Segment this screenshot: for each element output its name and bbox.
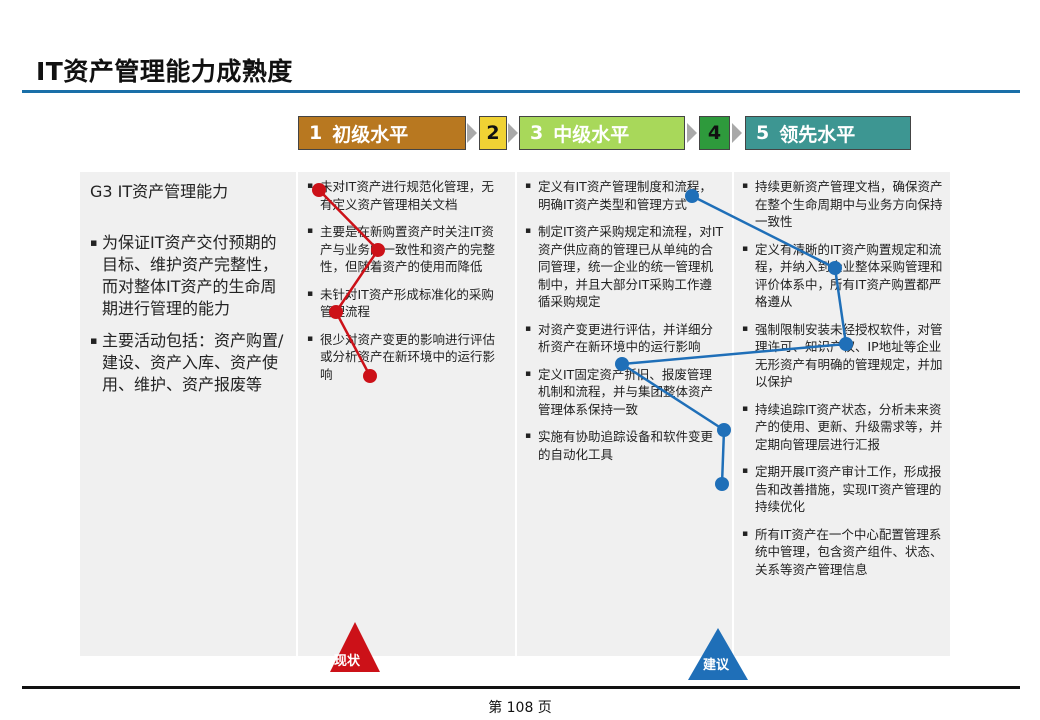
title-divider [22,90,1020,93]
current-state-point [363,369,377,383]
target-state-point [615,357,629,371]
current-state-label: 现状 [334,654,361,669]
current-state-point [371,243,385,257]
list-item: 持续更新资产管理文档，确保资产在整个生命周期中与业务方向保持一致性 [741,178,943,231]
list-item: 实施有协助追踪设备和软件变更的自动化工具 [524,428,724,463]
target-state-line [618,194,848,485]
capability-title: G3 IT资产管理能力 [90,182,229,201]
page-number: 第 108 页 [488,700,552,716]
current-state-triangle-icon [330,622,380,672]
list-item: 定义有IT资产管理制度和流程，明确IT资产类型和管理方式 [524,178,724,213]
list-item: 所有IT资产在一个中心配置管理系统中管理，包含资产组件、状态、关系等资产管理信息 [741,526,943,579]
target-state-point [715,477,729,491]
level-3-criteria-list: 定义有IT资产管理制度和流程，明确IT资产类型和管理方式 制定IT资产采购规定和… [524,178,724,473]
list-item: 主要活动包括：资产购置/建设、资产入库、资产使用、维护、资产报废等 [90,330,290,396]
list-item: 为保证IT资产交付预期的目标、维护资产完整性，而对整体IT资产的生命周期进行管理… [90,232,290,320]
list-item: 未对IT资产进行规范化管理，无有定义资产管理相关文档 [306,178,506,213]
arrow-icon [687,123,697,143]
list-item: 对资产变更进行评估，并详细分析资产在新环境中的运行影响 [524,321,724,356]
target-state-label: 建议 [703,658,730,673]
capability-description-list: 为保证IT资产交付预期的目标、维护资产完整性，而对整体IT资产的生命周期进行管理… [90,232,290,406]
target-state-triangle-icon [688,628,748,680]
target-state-point [828,261,842,275]
list-item: 很少对资产变更的影响进行评估或分析资产在新环境中的运行影响 [306,331,506,384]
level-5-criteria-list: 持续更新资产管理文档，确保资产在整个生命周期中与业务方向保持一致性 定义有清晰的… [741,178,943,588]
list-item: 定义IT固定资产折旧、报废管理机制和流程，并与集团整体资产管理体系保持一致 [524,366,724,419]
list-item: 制定IT资产采购规定和流程，对IT资产供应商的管理已从单纯的合同管理，统一企业的… [524,223,724,311]
list-item: 定期开展IT资产审计工作，形成报告和改善措施，实现IT资产管理的持续优化 [741,463,943,516]
target-state-path [615,189,853,491]
current-state-point [329,305,343,319]
target-state-point [839,337,853,351]
list-item: 定义有清晰的IT资产购置规定和流程，并纳入到企业整体采购管理和评价体系中，所有I… [741,241,943,311]
arrow-icon [732,123,742,143]
list-item: 持续追踪IT资产状态，分析未来资产的使用、更新、升级需求等，并定期向管理层进行汇… [741,401,943,454]
arrow-icon [508,123,518,143]
current-state-point [312,183,326,197]
page-title: IT资产管理能力成熟度 [36,57,293,86]
current-state-line [318,189,380,377]
target-state-point [685,189,699,203]
current-state-path [312,183,385,383]
arrow-icon [467,123,477,143]
footer-divider [22,686,1020,689]
target-state-point [717,423,731,437]
